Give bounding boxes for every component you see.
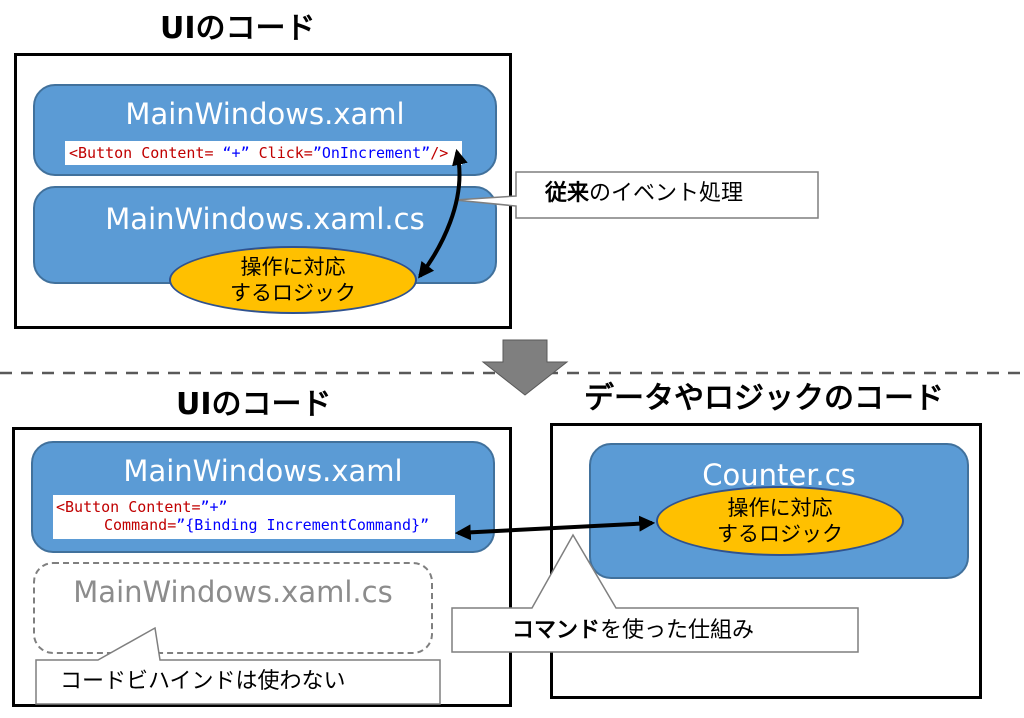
top-logic-line1: 操作に対応 — [240, 255, 346, 279]
bottom-cs-box: MainWindows.xaml.cs — [33, 562, 433, 654]
bottom-logic-frame: Counter.cs 操作に対応 するロジック — [550, 423, 982, 699]
top-heading: UIのコード — [160, 11, 316, 46]
bottom-logic-oval: 操作に対応 するロジック — [656, 486, 904, 556]
bottom-left-callout-text: コードビハインドは使わない — [60, 669, 346, 694]
bottom-double-arrow — [454, 515, 656, 541]
bottom-xaml-title: MainWindows.xaml — [123, 454, 403, 488]
bottom-code-block: <Button Content=”+”Command=”{Binding Inc… — [53, 495, 455, 539]
bottom-cs-title: MainWindows.xaml.cs — [73, 575, 393, 609]
top-logic-oval: 操作に対応 するロジック — [169, 246, 417, 314]
bottom-logic-line2: するロジック — [717, 522, 843, 546]
bottom-xaml-box: MainWindows.xaml <Button Content=”+”Comm… — [31, 441, 495, 553]
top-xaml-title: MainWindows.xaml — [125, 97, 405, 131]
top-code-line: <Button Content= “+” Click=”OnIncrement”… — [65, 141, 462, 165]
bottom-logic-line1: 操作に対応 — [727, 496, 833, 520]
bottom-right-heading: データやロジックのコード — [584, 381, 944, 416]
top-double-arrow — [418, 148, 468, 279]
top-callout-text: 従来のイベント処理 — [545, 181, 744, 206]
counter-title: Counter.cs — [702, 458, 856, 492]
top-cs-title: MainWindows.xaml.cs — [105, 202, 425, 236]
bottom-right-callout-text: コマンドを使った仕組み — [512, 618, 755, 643]
bottom-code-line1: <Button Content=”+” — [56, 498, 228, 516]
bottom-left-heading: UIのコード — [176, 387, 332, 422]
bottom-code-line2: Command=”{Binding IncrementCommand}” — [104, 516, 430, 534]
top-logic-line2: するロジック — [230, 281, 356, 305]
counter-box: Counter.cs — [589, 443, 969, 579]
down-arrow-icon — [481, 339, 569, 396]
